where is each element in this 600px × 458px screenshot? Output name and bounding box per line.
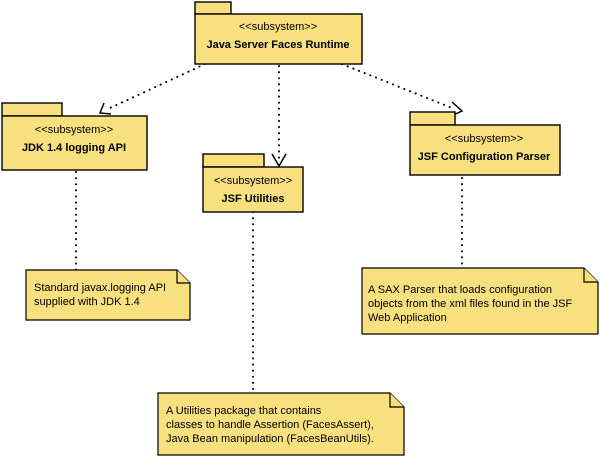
package-config-stereotype: <<subsystem>> xyxy=(445,133,523,145)
note-config-line: Web Application xyxy=(368,312,447,324)
dependency-runtime-to-config xyxy=(341,63,464,117)
note-logging-line: Standard javax.logging API xyxy=(34,282,166,294)
note-utilities-line: A Utilities package that contains xyxy=(166,405,322,417)
package-runtime[interactable]: <<subsystem>> Java Server Faces Runtime xyxy=(194,1,363,65)
package-logging-stereotype: <<subsystem>> xyxy=(35,124,113,136)
note-utilities-line: classes to handle Assertion (FacesAssert… xyxy=(166,419,374,431)
package-utilities-stereotype: <<subsystem>> xyxy=(214,175,292,187)
package-config[interactable]: <<subsystem>> JSF Configuration Parser xyxy=(409,111,561,176)
package-runtime-stereotype: <<subsystem>> xyxy=(239,21,317,33)
package-utilities-name: JSF Utilities xyxy=(222,193,285,205)
note-logging-line: supplied with JDK 1.4 xyxy=(34,296,140,308)
package-logging-name: JDK 1.4 logging API xyxy=(22,142,126,154)
note-config: A SAX Parser that loads configuration ob… xyxy=(361,267,599,335)
note-logging: Standard javax.logging API supplied with… xyxy=(25,269,191,321)
dependency-runtime-to-utilities xyxy=(271,65,287,168)
note-utilities: A Utilities package that contains classe… xyxy=(157,392,405,456)
package-config-name: JSF Configuration Parser xyxy=(418,151,551,163)
note-config-line: objects from the xml files found in the … xyxy=(368,298,572,310)
note-config-line: A SAX Parser that loads configuration xyxy=(368,284,552,296)
package-utilities[interactable]: <<subsystem>> JSF Utilities xyxy=(202,153,304,213)
package-runtime-name: Java Server Faces Runtime xyxy=(206,39,349,51)
dependency-runtime-to-logging xyxy=(98,63,206,115)
note-utilities-line: Java Bean manipulation (FacesBeanUtils). xyxy=(166,433,374,445)
package-logging[interactable]: <<subsystem>> JDK 1.4 logging API xyxy=(1,102,148,171)
